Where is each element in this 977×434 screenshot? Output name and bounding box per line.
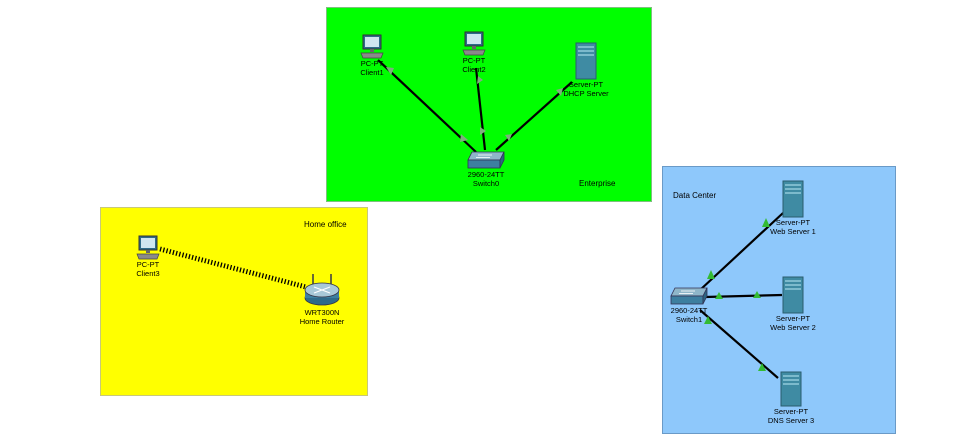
link-up-indicator <box>753 291 761 298</box>
switch0-device[interactable]: 2960-24TT Switch0 <box>461 150 511 188</box>
link-client1-switch0 <box>377 59 477 153</box>
server-icon <box>780 371 802 407</box>
web-server-1-device[interactable]: Server-PT Web Server 1 <box>760 180 826 236</box>
web-server-2-name-label: Web Server 2 <box>770 323 816 332</box>
pc-icon <box>462 31 486 56</box>
home-router-model-label: WRT300N <box>304 308 340 317</box>
dns-server-3-name-label: DNS Server 3 <box>767 416 815 425</box>
client3-device[interactable]: PC-PT Client3 <box>128 234 168 278</box>
client3-name-label: Client3 <box>136 269 160 278</box>
dns-server-3-device[interactable]: Server-PT DNS Server 3 <box>758 371 824 425</box>
web-server-1-name-label: Web Server 1 <box>770 227 816 236</box>
client2-name-label: Client2 <box>462 65 486 74</box>
pc-icon <box>360 34 384 59</box>
link-indicator <box>480 127 486 135</box>
link-up-indicator <box>704 316 712 324</box>
web-server-1-model-label: Server-PT <box>775 218 811 227</box>
link-indicator <box>505 134 512 141</box>
dhcp-server-device[interactable]: Server-PT DHCP Server <box>556 42 616 98</box>
server-icon <box>782 180 804 218</box>
home-router-name-label: Home Router <box>299 317 345 326</box>
switch0-name-label: Switch0 <box>472 179 500 188</box>
client2-device[interactable]: PC-PT Client2 <box>454 30 494 74</box>
dhcp-server-name-label: DHCP Server <box>563 89 609 98</box>
link-client3-homerouter-wireless <box>159 246 307 290</box>
link-indicator <box>460 134 468 142</box>
link-indicator <box>556 88 563 96</box>
home-office-zone-label: Home office <box>304 220 347 229</box>
switch0-model-label: 2960-24TT <box>467 170 505 179</box>
link-indicator <box>386 67 394 75</box>
dhcp-server-model-label: Server-PT <box>568 80 604 89</box>
data-center-zone-label: Data Center <box>673 191 717 200</box>
switch-icon <box>670 287 708 305</box>
switch-icon <box>467 151 505 169</box>
client3-model-label: PC-PT <box>136 260 160 269</box>
wireless-router-icon <box>304 274 340 306</box>
link-switch1-dnsserver3 <box>699 309 779 379</box>
enterprise-zone-label: Enterprise <box>579 179 616 188</box>
link-up-indicator <box>758 363 766 371</box>
switch1-name-label: Switch1 <box>675 315 703 324</box>
server-icon <box>782 276 804 314</box>
switch1-model-label: 2960-24TT <box>670 306 708 315</box>
link-up-indicator <box>707 270 715 279</box>
web-server-2-device[interactable]: Server-PT Web Server 2 <box>760 276 826 332</box>
client1-name-label: Client1 <box>360 68 384 77</box>
link-indicator <box>477 76 483 84</box>
server-icon <box>575 42 597 80</box>
pc-icon <box>136 235 160 260</box>
home-router-device[interactable]: WRT300N Home Router <box>292 272 352 326</box>
client1-device[interactable]: PC-PT Client1 <box>352 33 392 77</box>
client2-model-label: PC-PT <box>462 56 486 65</box>
dns-server-3-model-label: Server-PT <box>773 407 809 416</box>
switch1-device[interactable]: 2960-24TT Switch1 <box>664 286 714 324</box>
link-up-indicator <box>762 218 770 227</box>
web-server-2-model-label: Server-PT <box>775 314 811 323</box>
client1-model-label: PC-PT <box>360 59 384 68</box>
link-up-indicator <box>715 292 723 299</box>
